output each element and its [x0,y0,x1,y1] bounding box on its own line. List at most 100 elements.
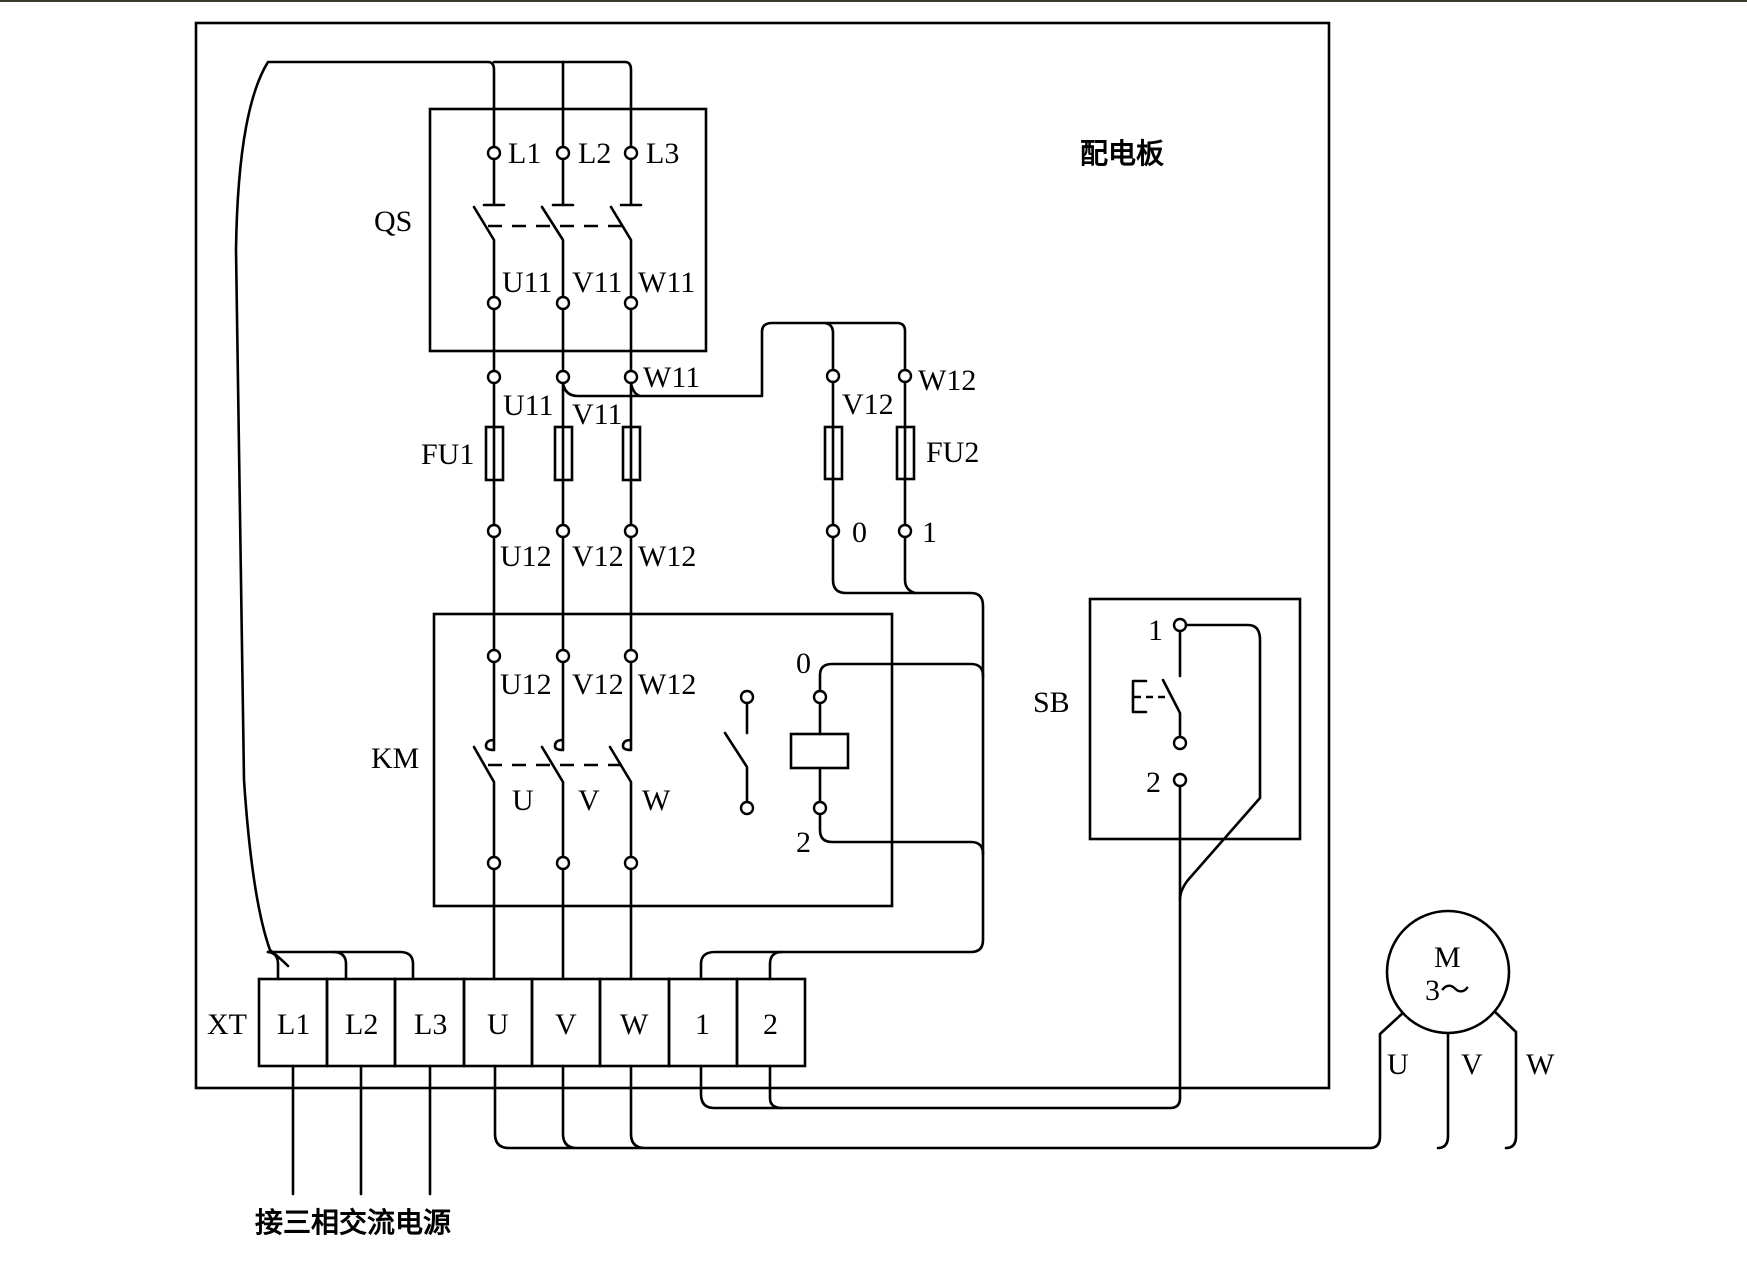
wire-xt-l2-top [266,950,348,981]
qs-terminal-l1 [486,145,502,161]
km-box [432,612,894,908]
km-main-fixed-3 [621,660,633,752]
wire-sb-2 [768,784,1182,1110]
motor-circle [1385,909,1511,1035]
xt-label: XT [207,1008,247,1041]
xt-cell-label-l1: L1 [277,1008,310,1041]
wire-control-tap [561,321,907,398]
fu2-label-0: 0 [852,516,867,549]
fu1-label-v11: V11 [572,398,623,431]
km-main-blade-2 [540,745,565,858]
xt-cell-label-u: U [487,1008,509,1041]
motor-lead-v: V [1461,1048,1483,1081]
fu1-label-v12: V12 [572,540,624,573]
km-label-u: U [512,784,534,817]
fu1-label-w11: W11 [643,361,700,394]
km-main-fixed-1 [484,660,496,752]
sb-box [1088,597,1302,841]
km-coil-terminal-0 [812,689,828,705]
wire-xt-l1-top [266,950,280,981]
qs-blade-3 [609,205,633,298]
fu1-terminal-u12 [486,523,502,539]
qs-blade-2 [540,205,565,298]
xt-cell-label-v: V [555,1008,577,1041]
km-coil [789,732,850,770]
wire-l3-feed [492,60,633,148]
fu1-label-u12: U12 [500,540,552,573]
motor-label: M [1434,941,1461,974]
km-terminal-v [555,855,571,871]
sb-blade [1161,678,1182,739]
km-terminal-u12 [486,648,502,664]
wire-xt-2-top [768,950,784,981]
qs-blade-1 [472,205,496,298]
fu2-label: FU2 [926,436,979,469]
wire-l1-feed [234,60,496,968]
fu1-label-u11: U11 [503,389,554,422]
board-title: 配电板 [1080,137,1164,170]
fu1-terminal-v12 [555,523,571,539]
qs-terminal-l2 [555,145,571,161]
km-terminal-u [486,855,502,871]
qs-switch: L1 L2 L3 U11 V11 W11 [472,137,695,311]
xt-cell-2 [735,977,807,1068]
fuse-fu2-v [823,425,844,481]
fu2-fuses: V12 W12 FU2 0 1 [823,364,979,549]
fu1-terminal-v11 [555,369,571,385]
wire-sb-1 [1178,623,1262,902]
qs-terminal-u11 [486,295,502,311]
image-border-top [0,0,1747,2]
xt-terminal-block: L1 L2 L3 U V W 1 2 [257,977,807,1068]
fu1-terminal-w11 [623,369,639,385]
qs-terminal-w11 [623,295,639,311]
wire-km-to-xt [492,867,633,981]
xt-cell-label-2: 2 [763,1008,778,1041]
motor-lead-w: W [1526,1048,1555,1081]
km-terminal-w12 [623,648,639,664]
km-terminal-v12 [555,648,571,664]
km-label-u12: U12 [500,668,552,701]
qs-label-u11: U11 [502,266,553,299]
motor: M 3～ U V W [1385,909,1555,1081]
fu2-label-1: 1 [922,516,937,549]
qs-fixed-contact-3 [619,157,643,207]
wire-coil-0 [818,662,985,693]
qs-label-l3: L3 [646,137,679,170]
km-aux-terminal-top [739,689,755,705]
fuse-fu1-v [553,425,574,482]
km-main-blade-1 [472,745,496,858]
wire-fu1-to-km [492,535,633,652]
fu1-terminal-u11 [486,369,502,385]
qs-label-l2: L2 [578,137,611,170]
motor-lead-u: U [1387,1048,1409,1081]
km-coil-label-2: 2 [796,826,811,859]
fu2-terminal-0 [825,523,841,539]
sb-label: SB [1033,686,1070,719]
km-contactor: U12 V12 W12 U V W 0 2 [472,647,850,871]
wire-fu2-1 [903,535,917,595]
qs-label: QS [374,205,412,238]
qs-fixed-contact-1 [482,157,506,207]
fuse-fu1-w [621,425,642,482]
fu1-fuses: U11 V11 W11 FU1 U12 V12 W12 [421,361,700,573]
motor-phase-label: 3～ [1425,974,1470,1007]
wire-xt-1-bottom [699,1064,784,1110]
fu2-terminal-v12 [825,368,841,384]
sb-pushbutton: 1 2 [1131,614,1188,799]
xt-cell-label-l3: L3 [414,1008,447,1041]
fu2-terminal-1 [897,523,913,539]
supply-note: 接三相交流电源 [255,1206,451,1239]
fu1-lines [492,381,633,526]
km-main-fixed-2 [553,660,565,752]
km-label-w12: W12 [638,668,696,701]
qs-fixed-contact-2 [551,157,575,207]
km-coil-label-0: 0 [796,647,811,680]
qs-box [428,107,708,353]
fu1-label: FU1 [421,438,474,471]
qs-label-l1: L1 [508,137,541,170]
wire-xt-to-motor [493,1007,1518,1150]
fu2-lines [831,380,907,526]
wire-fu2-0 [699,535,985,981]
km-aux-terminal-bottom [739,800,755,816]
